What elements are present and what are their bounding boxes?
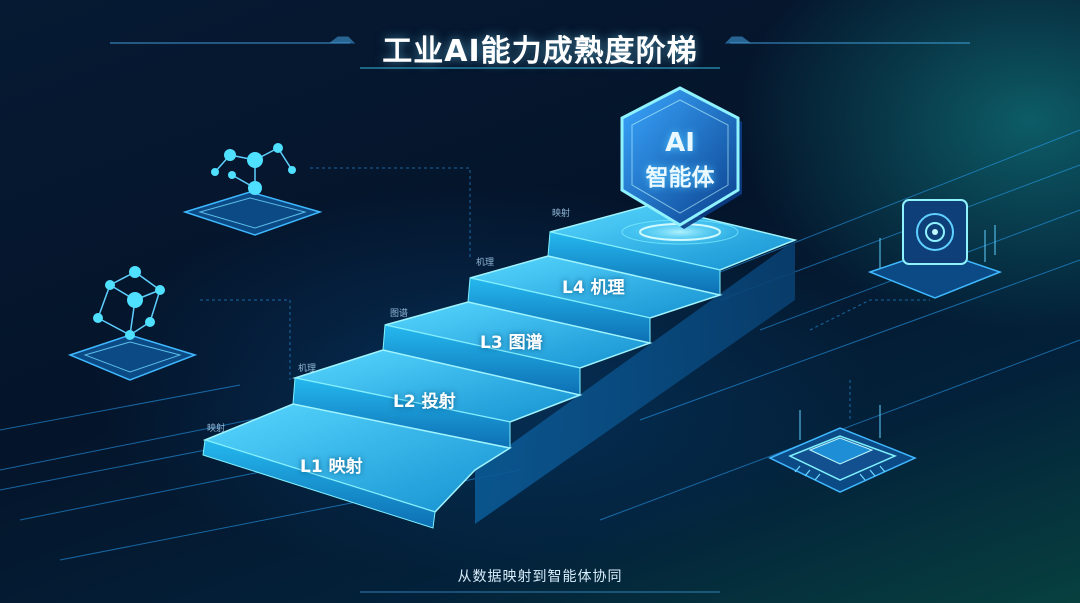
page-title: 工业AI能力成熟度阶梯	[382, 34, 698, 69]
sensor-device-icon	[867, 199, 1003, 299]
step-3-tag: 图谱	[390, 309, 409, 319]
network-node-icon	[182, 143, 323, 236]
step-2-tag: 机理	[298, 364, 317, 374]
cube-network-icon	[67, 266, 198, 381]
step-1-tag: 映射	[207, 424, 226, 434]
staircase	[202, 204, 798, 529]
ai-agent-badge	[620, 86, 742, 229]
step-1-label: L1 映射	[300, 457, 363, 477]
footer-subtitle: 从数据映射到智能体协同	[457, 569, 623, 585]
step-4-tag: 机理	[476, 258, 495, 268]
badge-line-1: AI	[665, 128, 695, 158]
badge-line-2: 智能体	[645, 165, 715, 191]
step-1-riser	[202, 439, 436, 529]
chip-icon	[768, 405, 917, 493]
top-tag: 映射	[552, 209, 571, 219]
step-3-label: L3 图谱	[480, 333, 543, 353]
step-4-label: L4 机理	[562, 278, 625, 298]
stair-side-wall	[475, 240, 795, 524]
step-2-label: L2 投射	[393, 392, 456, 412]
title-decoration	[110, 36, 970, 69]
